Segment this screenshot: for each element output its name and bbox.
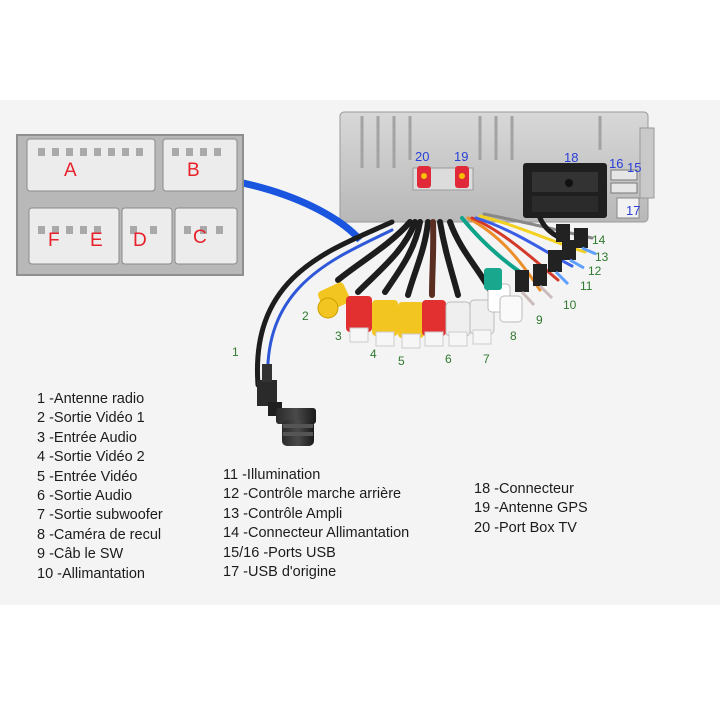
legend-col1-item-1: 1 -Antenne radio — [37, 391, 145, 407]
connector-letter-c: C — [193, 227, 207, 248]
wire-number-4: 4 — [370, 347, 377, 361]
port-number-20: 20 — [415, 149, 429, 164]
legend-col3-item-2: 19 -Antenne GPS — [474, 500, 588, 517]
legend-col2-item-4: 14 -Connecteur Allimantation — [223, 525, 410, 542]
port-number-19: 19 — [454, 149, 468, 164]
wire-number-8: 8 — [510, 329, 517, 343]
connector-letters: A B F E D C — [48, 160, 207, 251]
legend-col1-item-7: 7 -Sortie subwoofer — [37, 507, 163, 524]
wire-number-10: 10 — [563, 298, 577, 312]
legend-column-3: 18 -Connecteur 19 -Antenne GPS 20 -Port Bo… — [474, 480, 588, 538]
legend-col2-item-1: 11 -Illumination — [223, 467, 321, 483]
legend-col1-item-8: 8 -Caméra de recul — [37, 526, 162, 543]
wire-number-3: 3 — [335, 329, 342, 343]
usb-original-port — [616, 197, 640, 219]
connector-inset — [16, 134, 244, 276]
wire-number-9: 9 — [536, 313, 543, 327]
wire-number-12: 12 — [588, 264, 602, 278]
wire-number-1: 1 — [232, 345, 239, 359]
legend-col1-item-4: 4 -Sortie Vidéo 2 — [37, 449, 145, 466]
legend-col3-item-1: 18 -Connecteur — [474, 481, 574, 497]
connector-letter-b: B — [187, 160, 200, 181]
wire-number-13: 13 — [595, 250, 609, 264]
connector-letter-a: A — [64, 160, 77, 181]
main-connector-18 — [523, 163, 607, 218]
legend-col3-item-3: 20 -Port Box TV — [474, 519, 577, 536]
wire-number-6: 6 — [445, 352, 452, 366]
legend-col1-item-10: 10 -Allimantation — [37, 565, 145, 582]
port-number-18: 18 — [564, 150, 578, 165]
wire-number-5: 5 — [398, 354, 405, 368]
wire-number-11: 11 — [580, 279, 593, 293]
port-numbers: 20 19 18 16 15 17 — [415, 149, 641, 218]
connector-letter-d: D — [133, 230, 147, 251]
wire-number-7: 7 — [483, 352, 490, 366]
connector-letter-f: F — [48, 230, 60, 251]
legend-col1-item-5: 5 -Entrée Vidéo — [37, 468, 138, 485]
legend-col2-item-5: 15/16 -Ports USB — [223, 544, 336, 561]
legend-col1-item-3: 3 -Entrée Audio — [37, 429, 137, 446]
wire-number-14: 14 — [592, 233, 606, 247]
rca-plugs — [317, 268, 523, 349]
legend-column-2: 11 -Illumination 12 -Contrôle marche arri… — [223, 466, 409, 582]
wire-plugs — [515, 224, 597, 307]
antenna-ports — [412, 166, 474, 191]
port-number-17: 17 — [626, 203, 640, 218]
legend-col1-item-9: 9 -Câb le SW — [37, 546, 124, 563]
legend-col2-item-3: 13 -Contrôle Ampli — [223, 505, 343, 522]
legend-column-1: 1 -Antenne radio 2 -Sortie Vidéo 1 3 -Entr… — [37, 390, 163, 584]
legend-col1-item-6: 6 -Sortie Audio — [37, 488, 133, 505]
legend-col1-item-2: 2 -Sortie Vidéo 1 — [37, 410, 145, 427]
antenna-plug — [257, 364, 316, 446]
legend-col2-item-2: 12 -Contrôle marche arrière — [223, 486, 402, 503]
port-number-15: 15 — [627, 160, 641, 175]
legend-col2-item-6: 17 -USB d'origine — [223, 564, 337, 581]
wire-bundle — [254, 212, 594, 388]
port-number-16: 16 — [609, 156, 623, 171]
wire-number-2: 2 — [302, 309, 309, 323]
usb-ports — [610, 169, 638, 194]
connector-letter-e: E — [90, 230, 103, 251]
